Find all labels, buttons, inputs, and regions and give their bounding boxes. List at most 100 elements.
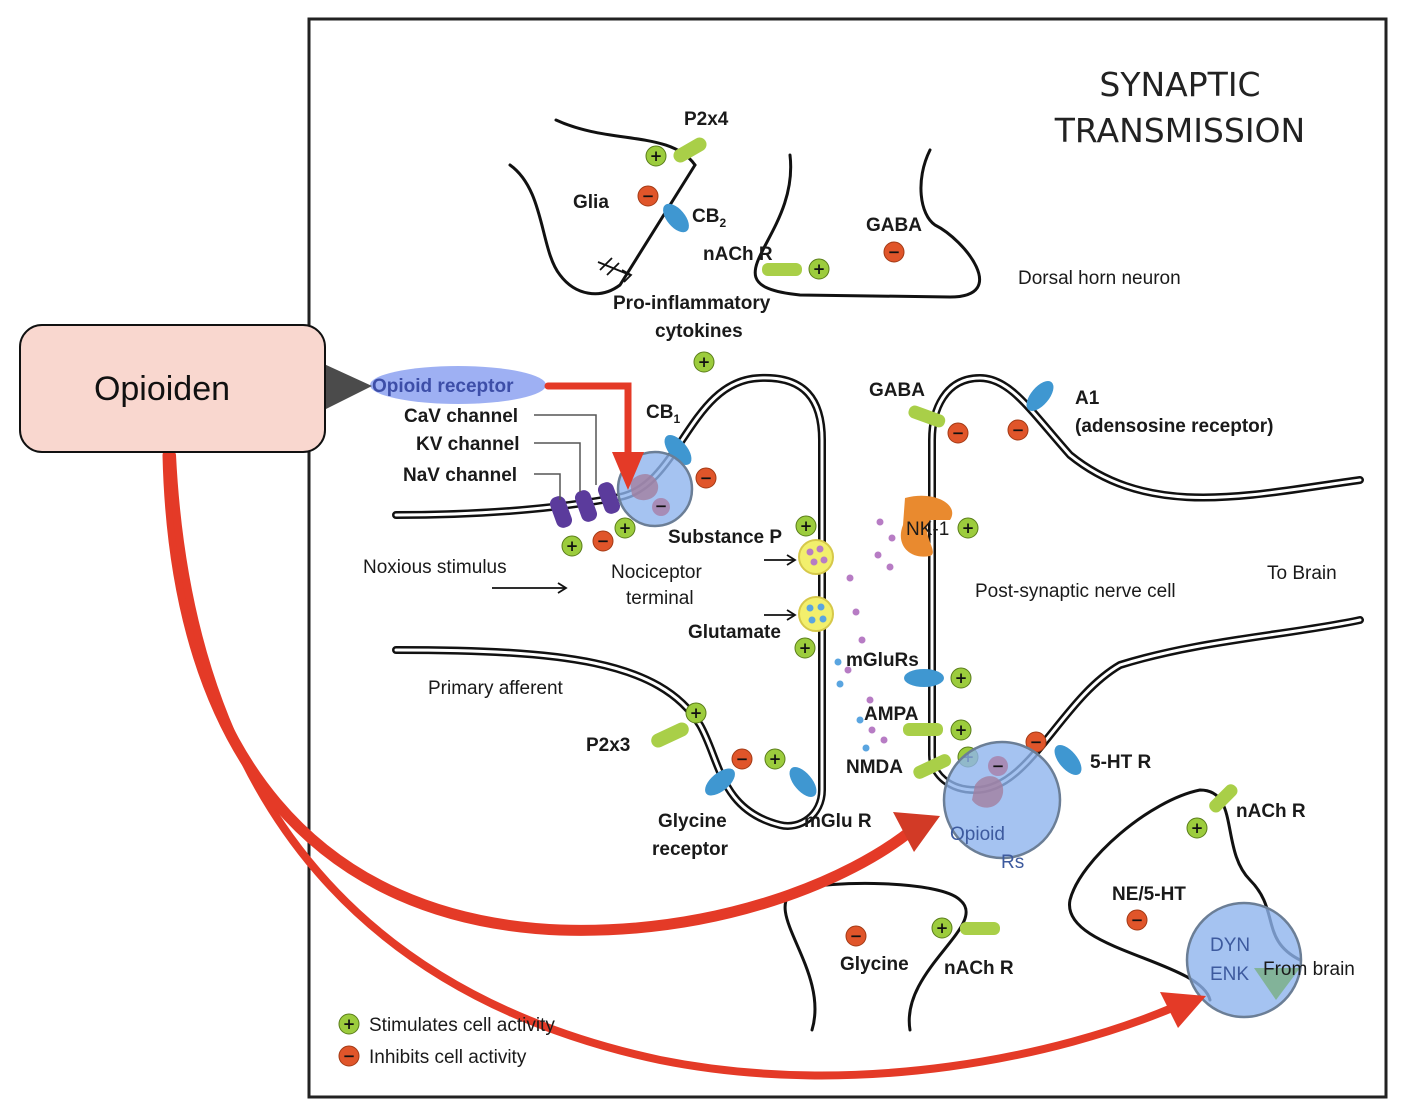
receptors (651, 137, 1238, 935)
label-proinflam-1: Pro-inflammatory (613, 293, 771, 314)
opioid-receptor-pill: Opioid receptor (370, 366, 546, 404)
nmda-receptor (913, 754, 952, 779)
label-mglurs: mGluRs (846, 650, 919, 671)
label-primary-afferent: Primary afferent (428, 678, 564, 699)
callout-pointer (324, 364, 372, 410)
svg-text:+: + (955, 721, 968, 739)
nk1-receptor (900, 495, 953, 557)
arrow-to-dyn-enk (168, 451, 1176, 1080)
label-enk: ENK (1210, 964, 1249, 985)
label-nmda: NMDA (846, 757, 903, 778)
label-kv: KV channel (416, 434, 519, 455)
label-proinflam-2: cytokines (655, 321, 743, 342)
label-cb2: CB2 (692, 206, 726, 230)
svg-text:−: − (888, 243, 901, 261)
opioid-arrows (162, 382, 1206, 1080)
ion-channels (549, 482, 621, 528)
svg-text:−: − (1131, 911, 1144, 929)
opioid-overlays: − − Opioid Rs DYN ENK From brain (616, 450, 1355, 1019)
a1-receptor (1026, 381, 1054, 411)
label-opioid-rs-2: Rs (1001, 852, 1024, 873)
legend-stimulates: Stimulates cell activity (369, 1015, 555, 1036)
ampa-receptor (903, 723, 943, 736)
label-a1-2: (adensosine receptor) (1075, 416, 1274, 437)
dorsal-horn-neuron-shape (753, 148, 981, 299)
opioid-rs-postsynaptic (942, 740, 1062, 860)
label-from-brain: From brain (1263, 959, 1355, 980)
p2x3-receptor (651, 722, 689, 748)
label-cav: CaV channel (404, 406, 518, 427)
legend-inhibits: Inhibits cell activity (369, 1047, 527, 1068)
svg-text:−: − (992, 757, 1005, 775)
svg-text:−: − (1030, 733, 1043, 751)
label-p2x3: P2x3 (586, 735, 630, 756)
label-nach-right: nACh R (1236, 801, 1306, 822)
label-nach-top: nACh R (703, 244, 773, 265)
p2x4-receptor (673, 137, 707, 163)
arrow-to-presynaptic (544, 382, 632, 462)
svg-text:−: − (1012, 421, 1025, 439)
svg-text:−: − (736, 750, 749, 768)
label-glutamate: Glutamate (688, 622, 781, 643)
callout-label: Opioiden (94, 370, 230, 408)
vesicles (798, 539, 834, 632)
released-transmitters (834, 518, 896, 752)
label-to-brain: To Brain (1267, 563, 1337, 584)
label-nociceptor-2: terminal (626, 588, 694, 609)
svg-text:+: + (650, 147, 663, 165)
svg-text:+: + (813, 260, 826, 278)
label-gaba-top: GABA (866, 215, 922, 236)
label-opioid-receptor: Opioid receptor (372, 376, 514, 397)
svg-text:+: + (799, 639, 812, 657)
label-glycine-rec-1: Glycine (658, 811, 727, 832)
descending-neuron-shape (1068, 788, 1302, 1002)
svg-text:+: + (955, 669, 968, 687)
label-5ht: 5-HT R (1090, 752, 1152, 773)
label-noxious: Noxious stimulus (363, 557, 507, 578)
label-mglu-r: mGlu R (804, 811, 872, 832)
label-glycine-rec-2: receptor (652, 839, 729, 860)
svg-text:+: + (690, 704, 703, 722)
svg-text:+: + (698, 353, 711, 371)
activity-badges: + − + − + − + + − + + − − + + + + − + − … (561, 145, 1208, 947)
small-arrows (492, 257, 797, 621)
svg-text:+: + (769, 750, 782, 768)
svg-text:−: − (952, 424, 965, 442)
label-ne-5ht: NE/5-HT (1112, 884, 1186, 905)
nach-right-receptor (1209, 784, 1238, 813)
glycine-receptor (705, 768, 735, 796)
svg-text:+: + (800, 517, 813, 535)
gaba-mid-receptor (908, 405, 946, 428)
svg-text:+: + (566, 537, 579, 555)
svg-text:−: − (850, 927, 863, 945)
label-dyn: DYN (1210, 935, 1250, 956)
nach-top-receptor (762, 263, 802, 276)
5ht-receptor (1054, 745, 1082, 775)
opioiden-callout: Opioiden (19, 324, 326, 453)
label-nach-bottom: nACh R (944, 958, 1014, 979)
label-substance-p: Substance P (668, 527, 782, 548)
diagram-title-line1: SYNAPTIC (1099, 65, 1260, 104)
postsynaptic-membrane (928, 373, 1364, 795)
svg-text:−: − (655, 497, 668, 515)
diagram-title-line2: TRANSMISSION (1054, 111, 1305, 150)
arrow-to-postsynaptic (162, 449, 918, 936)
cb1-receptor (664, 435, 692, 465)
mglu-r-receptor (789, 767, 817, 797)
svg-text:+: + (962, 519, 975, 537)
legend: + Stimulates cell activity − Inhibits ce… (338, 1013, 555, 1068)
nach-bottom-receptor (960, 922, 1000, 935)
label-a1-1: A1 (1075, 388, 1100, 409)
svg-text:−: − (597, 532, 610, 550)
svg-text:−: − (700, 469, 713, 487)
label-cb1: CB1 (646, 402, 680, 426)
svg-text:+: + (619, 519, 632, 537)
label-opioid-rs-1: Opioid (950, 824, 1005, 845)
svg-text:+: + (343, 1015, 356, 1033)
label-gaba-mid: GABA (869, 380, 925, 401)
label-dorsal-horn: Dorsal horn neuron (1018, 268, 1181, 289)
label-glia: Glia (573, 192, 609, 213)
svg-text:−: − (642, 187, 655, 205)
svg-text:+: + (1191, 819, 1204, 837)
diagram-labels: P2x4 Glia CB2 nACh R GABA Dorsal horn ne… (363, 109, 1337, 979)
